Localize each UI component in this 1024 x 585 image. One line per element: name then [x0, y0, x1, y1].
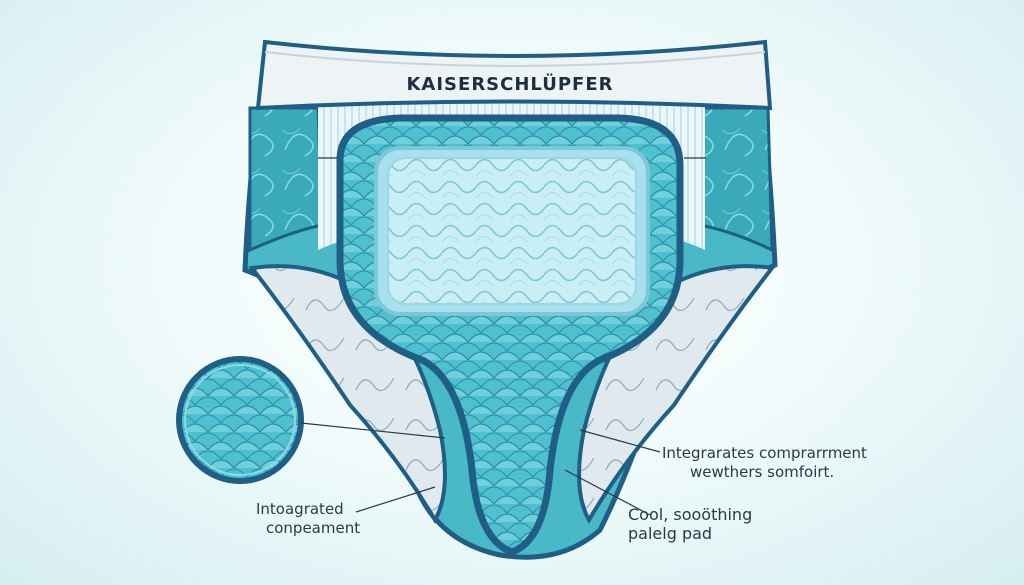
leader-right-upper [579, 429, 661, 453]
callout-right-upper-line2: wewthers somfoirt. [690, 463, 835, 481]
callout-right-upper: Integrarates comprarrment wewthers somfo… [662, 444, 867, 482]
callout-right-lower: Cool, sooöthing palelg pad [628, 505, 752, 543]
detail-circle [176, 356, 304, 484]
waistband-strip [255, 39, 773, 111]
waistband-edge [264, 51, 766, 67]
leader-lines [300, 157, 706, 516]
magnified-detail [176, 356, 304, 484]
callout-right-lower-line2: palelg pad [628, 524, 713, 543]
callout-left-lower-line2: conpeament [266, 519, 361, 537]
callout-right-upper-line1: Integrarates comprarrment [662, 444, 867, 462]
leader-right-lower [564, 469, 651, 516]
left-side-panel [248, 106, 324, 253]
cooling-pad [374, 146, 650, 316]
leader-magnifier [300, 422, 446, 439]
brand-label: KAISERSCHLÜPFER [406, 74, 614, 95]
callout-left-lower: Intoagrated conpeament [250, 500, 360, 538]
pad-surface [387, 157, 637, 305]
leader-left-lower [355, 486, 436, 513]
right-side-panel [698, 106, 774, 253]
waistband [255, 39, 773, 111]
callout-left-lower-line1: Intoagrated [256, 500, 344, 518]
callout-right-lower-line1: Cool, sooöthing [628, 505, 753, 524]
